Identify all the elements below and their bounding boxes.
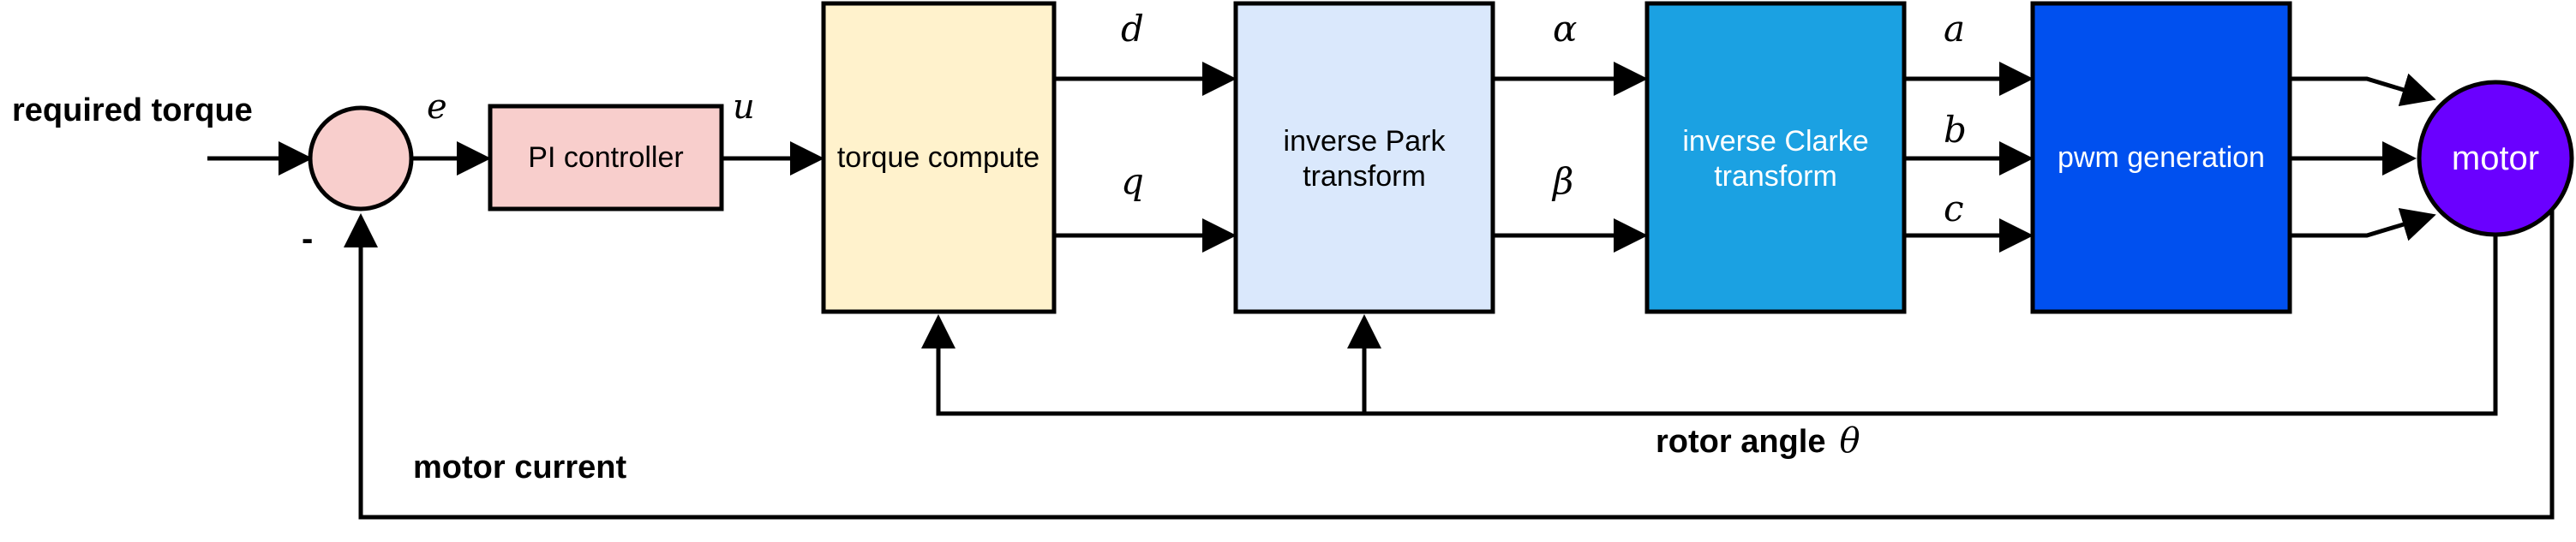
rotor-angle-label: rotor angle θ: [1656, 421, 1860, 461]
torque-compute-label: torque compute: [837, 141, 1039, 174]
motor-label: motor: [2452, 140, 2539, 177]
connectors: [207, 62, 2555, 520]
signal-beta-label: β: [1551, 160, 1573, 202]
signal-c-label: c: [1944, 188, 1964, 229]
summing-junction: [308, 105, 414, 211]
signal-u-label: u: [733, 87, 755, 127]
inverse-park-block: [1233, 1, 1495, 314]
signal-b-label: b: [1944, 109, 1967, 151]
signal-e-label: e: [427, 87, 447, 127]
motor-current-line: [344, 168, 2555, 520]
pi-controller-label: PI controller: [528, 141, 683, 174]
pwm-a-arrow: [2290, 73, 2436, 107]
pwm-generation-block: [2030, 1, 2292, 314]
rotor-angle-text: rotor angle: [1656, 424, 1825, 460]
pwm-c-arrow: [2290, 207, 2436, 241]
sum-minus-sign: -: [302, 220, 313, 258]
rotor-angle-line: [921, 235, 2498, 416]
motor-node: [2417, 80, 2574, 237]
torque-compute-block: [821, 1, 1057, 314]
signal-d-label: d: [1121, 8, 1144, 50]
signal-alpha-label: α: [1553, 8, 1577, 50]
input-label: required torque: [12, 92, 253, 128]
motor-current-label: motor current: [413, 450, 626, 485]
signal-q-label: q: [1121, 160, 1144, 202]
inverse-clarke-label-line1: inverse Clarke: [1682, 125, 1868, 158]
inverse-clarke-label-line2: transform: [1714, 160, 1837, 193]
rotor-angle-symbol: θ: [1839, 421, 1860, 461]
pi-controller-block: [488, 104, 724, 211]
inverse-park-label-line2: transform: [1303, 160, 1426, 193]
inverse-park-label-line1: inverse Park: [1284, 125, 1447, 158]
inverse-clarke-block: [1644, 1, 1907, 314]
pwm-generation-label: pwm generation: [2058, 141, 2265, 174]
signal-a-label: a: [1944, 8, 1965, 50]
